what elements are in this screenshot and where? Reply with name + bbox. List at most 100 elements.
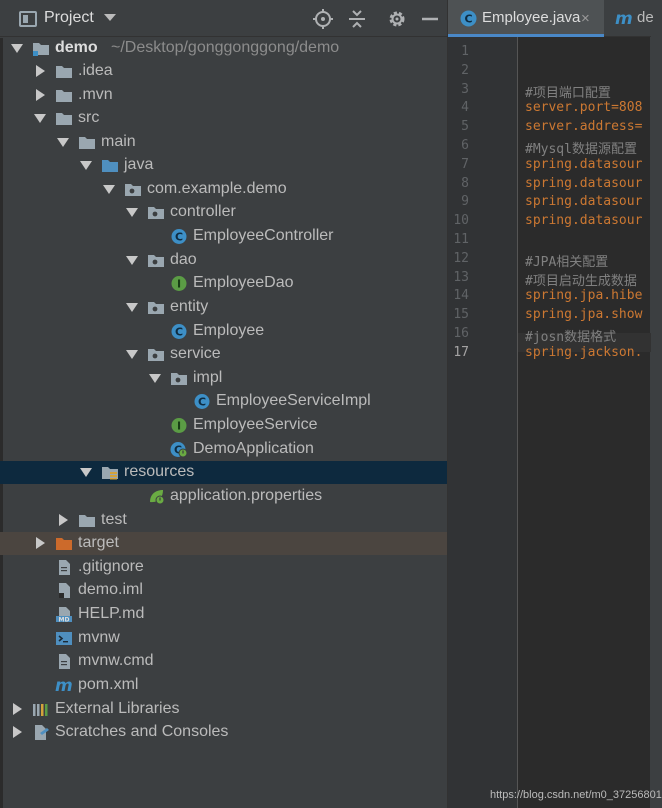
tree-row-dao[interactable]: dao [0,249,447,272]
tree-item-label: DemoApplication [193,440,314,457]
chevron-down-icon[interactable] [103,12,117,24]
collapsed-arrow-icon[interactable] [34,65,46,77]
line-number: 17 [453,344,469,360]
tree-row-mvn[interactable]: .mvn [0,84,447,107]
package-icon [147,252,165,269]
expanded-arrow-icon[interactable] [80,159,92,171]
expanded-arrow-icon[interactable] [126,254,138,266]
editor-tab-bar: C Employee.java × m de [448,0,654,37]
expanded-arrow-icon[interactable] [126,348,138,360]
expanded-arrow-icon[interactable] [11,42,23,54]
scratches-icon [32,724,50,741]
collapse-all-icon[interactable] [346,8,368,30]
tree-row-mvnw[interactable]: mvnw [0,627,447,650]
tree-item-label: Scratches and Consoles [55,723,229,740]
interface-icon: I [170,417,188,434]
tree-row-gitignore[interactable]: .gitignore [0,556,447,579]
tree-row-controller[interactable]: controller [0,201,447,224]
expanded-arrow-icon[interactable] [103,183,115,195]
class-icon: C [460,10,477,27]
tree-item-label: demo.iml [78,581,143,598]
expanded-arrow-icon[interactable] [80,466,92,478]
tree-row-src[interactable]: src [0,107,447,130]
tab-employee-java[interactable]: C Employee.java × [448,0,604,37]
folder-icon [78,134,96,151]
module-folder-icon [32,40,50,57]
line-number: 9 [461,194,469,210]
tab-label: Employee.java [482,9,581,26]
tree-item-label: main [101,133,136,150]
tree-item-label: entity [170,298,209,315]
spring-properties-icon [147,488,165,505]
tree-item-label: mvnw.cmd [78,652,154,669]
collapsed-arrow-icon[interactable] [11,703,23,715]
tree-row-demo[interactable]: demo~/Desktop/gonggonggong/demo [0,37,447,60]
tree-row-main[interactable]: main [0,131,447,154]
svg-text:C: C [198,396,206,409]
expanded-arrow-icon[interactable] [126,206,138,218]
collapsed-arrow-icon[interactable] [11,726,23,738]
tree-row-entity[interactable]: entity [0,296,447,319]
tree-row-service[interactable]: service [0,343,447,366]
expanded-arrow-icon[interactable] [126,301,138,313]
tree-item-label: mvnw [78,629,120,646]
line-number: 2 [461,62,469,78]
tree-row-target[interactable]: target [0,532,447,555]
crosshair-icon[interactable] [312,8,334,30]
libraries-icon [32,701,50,718]
line-number: 7 [461,156,469,172]
resources-folder-icon [101,464,119,481]
folder-icon [55,110,73,127]
tree-item-label: application.properties [170,487,323,504]
close-icon[interactable]: × [581,10,590,27]
tree-row-idea[interactable]: .idea [0,60,447,83]
tree-row-external-libraries[interactable]: External Libraries [0,698,447,721]
tree-item-label: controller [170,203,236,220]
collapsed-arrow-icon[interactable] [34,537,46,549]
tree-row-scratches-and-consoles[interactable]: Scratches and Consoles [0,721,447,744]
tree-item-label: pom.xml [78,676,139,693]
expanded-arrow-icon[interactable] [57,136,69,148]
code-property: server.address= [525,119,643,135]
excluded-folder-icon [55,535,73,552]
tree-row-test[interactable]: test [0,509,447,532]
collapsed-arrow-icon[interactable] [57,514,69,526]
tree-item-label: EmployeeDao [193,274,294,291]
expanded-arrow-icon[interactable] [149,372,161,384]
project-view-title[interactable]: Project [44,9,94,26]
tree-row-application-properties[interactable]: application.properties [0,485,447,508]
minimize-icon[interactable] [419,8,441,30]
tree-item-label: src [78,109,100,126]
class-icon: C [193,393,211,410]
code-property: spring.datasour [525,194,643,210]
code-comment: #项目启动生成数据 [525,273,637,289]
expanded-arrow-icon[interactable] [34,112,46,124]
tree-item-label: .idea [78,62,113,79]
code-comment: #项目端口配置 [525,85,611,101]
code-comment: #josn数据格式 [525,330,617,345]
tree-item-label: HELP.md [78,605,145,622]
tree-item-label: resources [124,463,195,480]
tree-item-label: External Libraries [55,700,180,717]
folder-icon [78,512,96,529]
code-property: spring.jpa.hibe [525,288,643,304]
tree-row-resources[interactable]: resources [0,461,447,484]
tree-row-impl[interactable]: impl [0,367,447,390]
gear-icon[interactable] [386,8,408,30]
tree-row-mvnw-cmd[interactable]: mvnw.cmd [0,650,447,673]
tree-row-java[interactable]: java [0,154,447,177]
tree-row-com-example-demo[interactable]: com.example.demo [0,178,447,201]
tree-row-demo-iml[interactable]: demo.iml [0,579,447,602]
line-number: 16 [453,326,469,341]
collapsed-arrow-icon[interactable] [34,89,46,101]
line-number: 8 [461,175,469,191]
svg-text:m: m [615,9,633,29]
